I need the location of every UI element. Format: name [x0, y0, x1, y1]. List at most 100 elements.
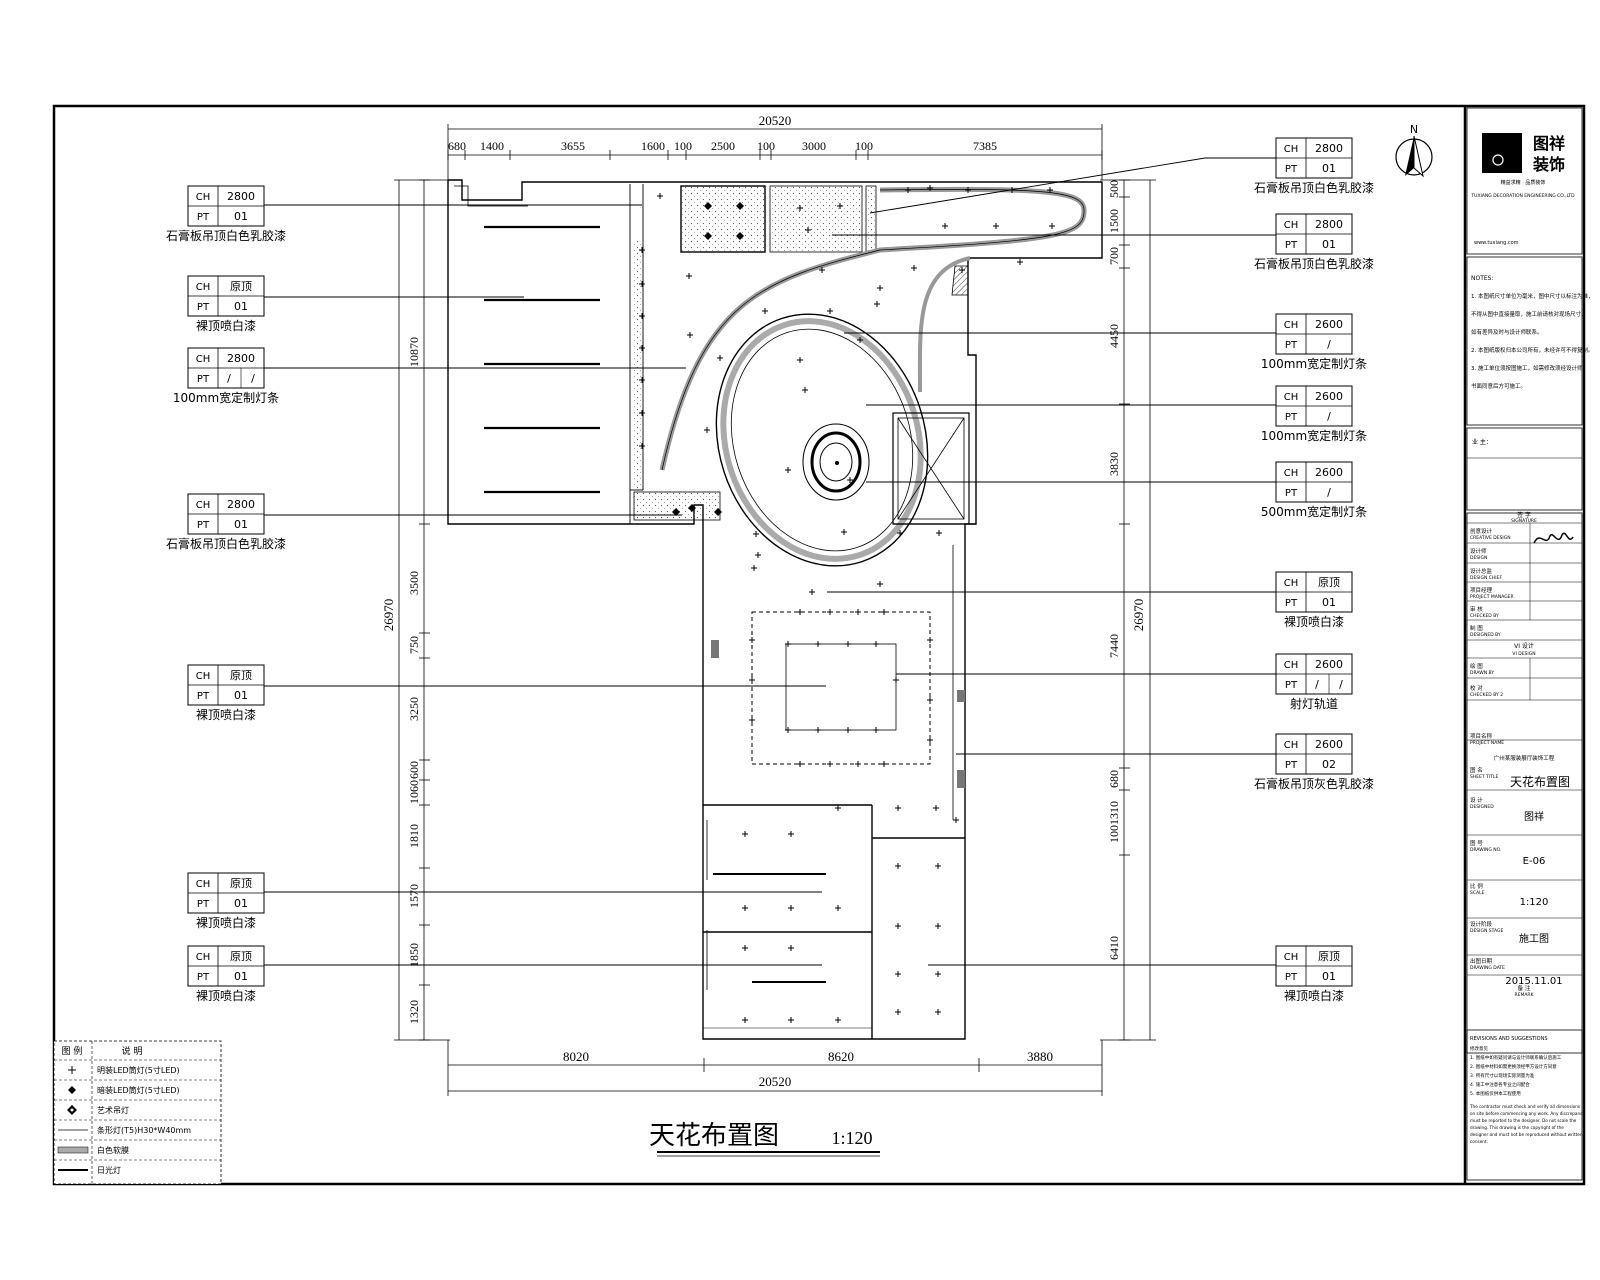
note-line-2: 不得从图中直接量取，施工前请核对现场尺寸， — [1471, 310, 1587, 318]
tag-caption: 500mm宽定制灯条 — [1261, 504, 1367, 519]
left-seg-1: 10870 — [407, 337, 421, 367]
linear-lights-left-room — [484, 225, 600, 494]
left-total-dim: 26970 — [381, 599, 396, 632]
tag-ch-value: 2800 — [1315, 142, 1343, 155]
tag-ch-label: CH — [1284, 740, 1299, 751]
notes-lines: 1. 本图纸尺寸单位为毫米，图中尺寸以标注为准，不得从图中直接量取，施工前请核对… — [1471, 292, 1594, 390]
left-seg-7: 1810 — [407, 824, 421, 848]
tag-pt-value: 01 — [234, 210, 248, 223]
top-seg-10: 7385 — [973, 139, 997, 153]
stair-void — [892, 412, 976, 525]
tag-caption: 射灯轨道 — [1290, 696, 1338, 711]
owner-label: 业 主： — [1472, 438, 1492, 446]
designer_cn: 设 计 — [1470, 796, 1483, 804]
right-seg-4: 4450 — [1107, 324, 1121, 348]
gypsum-strip-left — [634, 240, 642, 490]
project_en: PROJECT NAME — [1470, 740, 1504, 746]
tag-caption: 裸顶喷白漆 — [196, 318, 256, 333]
linear-lights-lower — [713, 873, 826, 983]
tag-ch-value: 2600 — [1315, 466, 1343, 479]
downlight-fixtures — [639, 185, 1055, 1023]
right-seg-3: 700 — [1107, 247, 1121, 265]
tag-pt-value: 01 — [234, 897, 248, 910]
revision-label: REVISIONS AND SUGGESTIONS — [1470, 1036, 1548, 1042]
left-seg-9: 1850 — [407, 943, 421, 967]
tag-pt-value: 01 — [234, 689, 248, 702]
tag-pt-value: 02 — [1322, 758, 1336, 771]
designer-value: 图祥 — [1524, 810, 1544, 823]
stage_cn: 设计阶段 — [1470, 920, 1493, 928]
tag-ch-label: CH — [196, 952, 211, 963]
creative_cn: 创意设计 — [1470, 527, 1493, 535]
tags-left: CHPT280001石膏板吊顶白色乳胶漆CHPT原顶01裸顶喷白漆CHPT280… — [166, 185, 286, 1003]
right-seg-5: 3830 — [1107, 452, 1121, 476]
project_cn: 项目名称 — [1470, 732, 1493, 740]
top-seg-3: 3655 — [561, 139, 585, 153]
company-name-1: 图祥 — [1533, 134, 1565, 153]
tag-pt-label: PT — [1285, 240, 1298, 251]
bottom-seg-3: 3880 — [1027, 1049, 1053, 1064]
track-light-inner — [785, 643, 897, 731]
tag-ch-value: 2800 — [227, 190, 255, 203]
tag-pt-value: 01 — [1322, 162, 1336, 175]
tag-ch-value: 2600 — [1315, 738, 1343, 751]
top-seg-5: 100 — [674, 139, 692, 153]
note-line-6: 书面同意后方可施工。 — [1471, 382, 1526, 390]
signature — [1533, 532, 1574, 544]
tag-pt-value: 01 — [1322, 596, 1336, 609]
vi-en: VI DESIGN — [1512, 651, 1535, 657]
tag-pt-value: 01 — [234, 300, 248, 313]
right-dimensions — [1100, 179, 1156, 1041]
top-seg-6: 2500 — [711, 139, 735, 153]
tag-caption: 裸顶喷白漆 — [196, 915, 256, 930]
sheet_cn: 图 名 — [1470, 766, 1483, 774]
top-seg-8: 3000 — [802, 139, 826, 153]
tag-ch-label: CH — [196, 192, 211, 203]
dwgno_cn: 图 号 — [1470, 839, 1483, 847]
legend-desc-2: 暗装LED筒灯(5寸LED) — [97, 1085, 180, 1095]
checked2_cn: 校 对 — [1470, 684, 1483, 692]
tag-pt-value: / — [1327, 410, 1331, 423]
company-web: www.tuxiang.com — [1474, 240, 1519, 246]
north-arrow: N — [1395, 123, 1433, 178]
gypsum-strip-top — [865, 185, 877, 253]
ellipse-inner — [802, 423, 870, 501]
tag-pt-value: / — [227, 372, 231, 385]
date_en: DRAWING DATE — [1470, 965, 1505, 971]
top-seg-4: 1600 — [641, 139, 665, 153]
revision-line-2: 1. 图纸中如有疑问请与设计师联系确认后施工 — [1470, 1054, 1562, 1061]
tag-ch-value: 原顶 — [230, 669, 252, 682]
company-name-2: 装饰 — [1532, 155, 1565, 174]
creative_en: CREATIVE DESIGN — [1470, 535, 1511, 541]
left-seg-6: 1060 — [407, 780, 421, 804]
revision-line-3: 2. 图纸中材料如需更换须经甲方设计方同意 — [1470, 1063, 1557, 1070]
revision-line-1: 修改意见 — [1470, 1045, 1488, 1052]
stage-value: 施工图 — [1519, 932, 1549, 945]
design_en: DESIGN — [1470, 555, 1487, 561]
revision-line-5: 4. 施工中注意各专业之间配合 — [1470, 1081, 1530, 1088]
designer_en: DESIGNED — [1470, 804, 1494, 810]
checked_en: CHECKED BY — [1470, 613, 1499, 619]
top-total-dim: 20520 — [759, 113, 792, 128]
tag-caption: 石膏板吊顶白色乳胶漆 — [166, 228, 286, 243]
left-seg-10: 1320 — [407, 1000, 421, 1024]
track-light-outer — [751, 611, 931, 765]
tag-ch-label: CH — [196, 354, 211, 365]
top-seg-2: 1400 — [480, 139, 504, 153]
company-sub: 精益求精 · 品质装饰 — [1501, 179, 1546, 186]
gypsum-area-top-1 — [680, 185, 766, 253]
tag-ch-value: 原顶 — [230, 950, 252, 963]
tag-pt2-value: / — [1339, 678, 1343, 691]
legend-header-symbol: 图 例 — [62, 1045, 83, 1057]
